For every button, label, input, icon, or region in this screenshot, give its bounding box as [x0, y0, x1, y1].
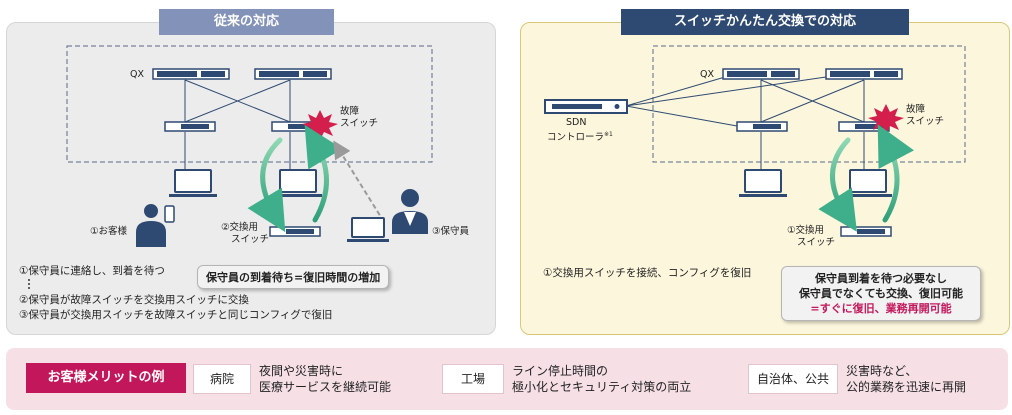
left-network-boundary [66, 45, 433, 163]
left-access-switch-1 [164, 121, 216, 132]
quick-recovery-callout: 保守員到着を待つ必要なし 保守員でなくても交換、復旧可能 =すぐに復旧、業務再開… [781, 266, 981, 321]
right-link-lines [625, 76, 865, 170]
right-access-switch-1 [736, 121, 788, 132]
right-swap-arrows [818, 124, 915, 232]
maintenance-worker-icon [347, 189, 428, 242]
hospital-desc-line-1: 夜間や災害時に [259, 364, 344, 378]
sdn-label: SDN [566, 117, 587, 128]
benefits-label: お客様メリットの例 [26, 363, 186, 393]
left-link-lines [184, 79, 291, 170]
fault-burst-icon [302, 110, 338, 140]
right-faulty-switch [838, 104, 904, 134]
right-step-1: ①交換用スイッチを接続、コンフィグを復旧 [543, 267, 752, 279]
sdn-controller [544, 99, 628, 114]
callout-line-2: 保守員でなくても交換、復旧可能 [798, 287, 964, 300]
left-customer-icon [136, 204, 175, 247]
replacement-switch-label-2: スイッチ [231, 234, 270, 245]
factory-desc: ライン停止時間の 極小化とセキュリティ対策の両立 [512, 363, 691, 395]
right-replacement-switch [840, 226, 892, 237]
left-core-switch-1 [152, 68, 230, 80]
replacement-switch-label-2: スイッチ [797, 237, 836, 248]
right-pc-2 [844, 169, 892, 197]
replacement-switch-label-1: ②交換用 [221, 222, 259, 233]
factory-desc-line-2: 極小化とセキュリティ対策の両立 [512, 380, 692, 394]
qx-label: QX [130, 69, 144, 80]
qx-label: QX [700, 69, 714, 80]
left-step-1: ①保守員に連絡し、到着を待つ [19, 265, 165, 277]
left-pc-1 [169, 169, 217, 197]
category-hospital: 病院 [193, 364, 251, 394]
left-replacement-switch [269, 226, 321, 237]
left-faulty-switch [271, 110, 338, 140]
faulty-switch-label-1: 故障 [906, 104, 926, 115]
customer-label: ①お客様 [90, 226, 128, 237]
right-core-switch-2 [825, 68, 903, 80]
right-pc-1 [739, 169, 787, 197]
left-pc-2 [274, 169, 322, 197]
category-factory: 工場 [442, 364, 504, 394]
callout-line-1: 保守員到着を待つ必要なし [815, 272, 947, 285]
replacement-switch-label-1: ①交換用 [787, 225, 825, 236]
factory-desc-line-1: ライン停止時間の [512, 364, 609, 378]
municipality-desc-line-2: 公的業務を迅速に再開 [846, 380, 967, 394]
maintenance-label: ③保守員 [432, 226, 470, 237]
left-core-switch-2 [254, 68, 332, 80]
maintenance-arrow [333, 140, 385, 223]
easy-replace-title: スイッチかんたん交換での対応 [621, 9, 909, 35]
callout-line-3: =すぐに復旧、業務再開可能 [810, 302, 952, 315]
faulty-switch-label-2: スイッチ [906, 116, 945, 127]
faulty-switch-label-1: 故障 [340, 106, 360, 117]
municipality-desc: 災害時など、 公的業務を迅速に再開 [846, 363, 966, 395]
step1-dots [28, 279, 30, 289]
fault-burst-icon [868, 104, 904, 134]
left-step-2: ②保守員が故障スイッチを交換用スイッチに交換 [19, 294, 249, 306]
faulty-switch-label-2: スイッチ [340, 118, 379, 129]
category-municipality: 自治体、公共 [748, 364, 838, 394]
sdn-controller-label: コントローラ※1 [547, 131, 613, 144]
hospital-desc: 夜間や災害時に 医療サービスを継続可能 [259, 363, 391, 395]
right-network-boundary [652, 45, 966, 163]
municipality-desc-line-1: 災害時など、 [846, 364, 918, 378]
sdn-note: ※1 [604, 131, 613, 138]
traditional-title: 従来の対応 [159, 9, 334, 35]
waiting-callout: 保守員の到着待ち=復旧時間の増加 [197, 265, 390, 289]
hospital-desc-line-2: 医療サービスを継続可能 [259, 380, 392, 394]
customer-benefits-bar: お客様メリットの例 病院 夜間や災害時に 医療サービスを継続可能 工場 ライン停… [6, 348, 1008, 410]
left-swap-arrows [247, 124, 343, 233]
left-step-3: ③保守員が交換用スイッチを故障スイッチと同じコンフィグで復旧 [19, 309, 333, 321]
right-core-switch-1 [722, 68, 800, 80]
